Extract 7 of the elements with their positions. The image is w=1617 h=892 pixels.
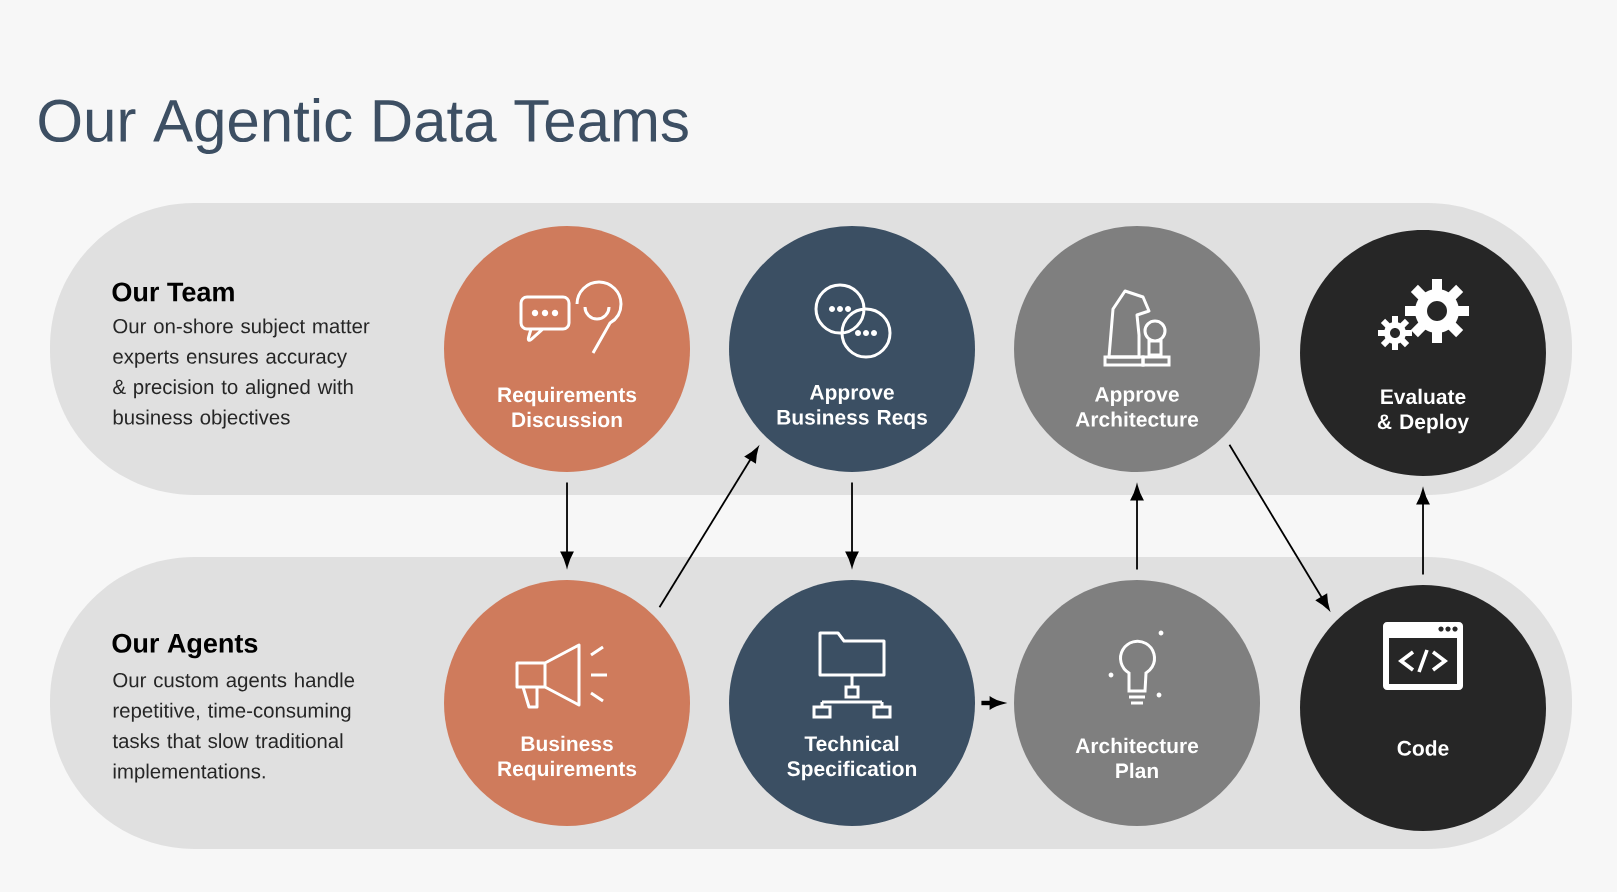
arrow [1228, 443, 1330, 610]
arrow [1416, 489, 1430, 576]
arrow [658, 446, 759, 609]
arrow [845, 481, 859, 567]
arrow [560, 481, 574, 567]
arrow [1130, 485, 1144, 571]
title: Our Agentic Data Teams [39, 98, 688, 154]
